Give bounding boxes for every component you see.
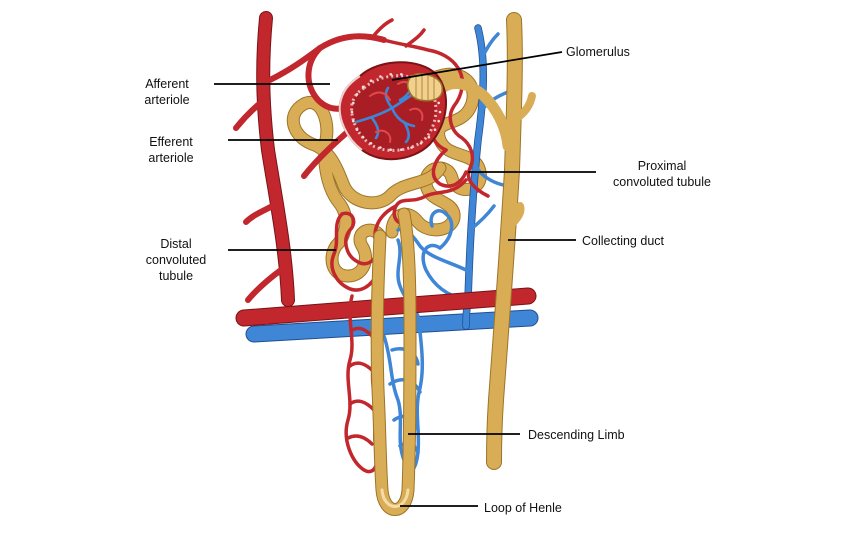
artery-side-branch-1 [233,97,267,131]
label-efferent-line2: arteriole [148,151,194,165]
capsule-dot [427,135,431,139]
capsule-dot [361,135,365,139]
label-proximal-line2: convoluted tubule [613,175,711,189]
glomerular-capillaries-blue [354,80,418,144]
capsule-dot [438,110,442,114]
label-descending-limb: Descending Limb [528,428,625,442]
vein-twig-4 [468,204,496,232]
capsule-dot [369,79,373,82]
collecting-duct-branch-2 [506,202,525,230]
glomerulus [338,61,447,161]
capsule-rim [338,75,363,151]
label-efferent-line1: Efferent [149,135,193,149]
capsule-dot [350,110,354,114]
interlobular-artery [257,12,294,306]
capsule-dot [389,148,393,151]
capsule-dot [433,128,437,131]
vein-twig-1 [480,32,500,60]
vein-peritubular-3 [429,209,454,250]
collecting-duct-branch-1 [510,92,536,124]
vasa-recta-artery-rungs [346,326,376,446]
leader-glomerulus [391,51,563,81]
renal-vein [246,310,538,342]
label-proximal-convoluted-tubule: Proximal convoluted tubule [596,158,728,190]
macula-densa-cells [415,74,435,100]
descending-limb-thin [380,488,410,508]
label-distal-convoluted-tubule: Distal convoluted tubule [134,236,218,284]
capsule-dot [361,85,365,89]
leader-lines [214,51,596,507]
renal-artery [236,288,536,326]
ascending-limb [371,208,416,515]
efferent-to-peritubular [448,66,490,198]
arteriole-twigs [370,18,460,70]
venous-network [245,24,539,472]
label-afferent-line1: Afferent [145,77,189,91]
label-glomerulus: Glomerulus [566,45,630,59]
label-collecting-duct: Collecting duct [582,234,664,248]
capsule-dot [369,142,373,145]
peritubular-artery-5 [330,212,380,292]
capsule-dot [400,148,403,151]
label-distal-line1: Distal [160,237,192,251]
capsule-dot [437,119,441,123]
collecting-duct-tube [487,13,522,469]
label-proximal-line1: Proximal [637,159,687,173]
glomerular-capillaries-red [369,80,424,143]
label-loop-of-henle: Loop of Henle [484,501,562,515]
loop-of-henle [370,207,417,516]
tubule-to-collecting [434,77,514,152]
collecting-duct [434,12,536,470]
capsule-dot [419,142,423,145]
label-efferent-arteriole: Efferent arteriole [130,134,212,166]
capsule-dot [437,101,441,105]
capsule-dot [389,73,393,76]
capsule-dot [352,119,355,123]
capsule-dot [379,75,382,78]
capsule-dot [379,146,382,149]
label-afferent-arteriole: Afferent arteriole [126,76,208,108]
label-distal-line2: convoluted [145,253,207,267]
peritubular-artery-3 [392,178,468,226]
peritubular-artery-4 [340,204,398,266]
artery-side-branch-3 [245,265,287,303]
vein-branch-top [463,25,487,329]
capsule-dot [410,146,413,149]
capsule-dot [355,128,359,131]
capsule-dot [352,101,355,105]
label-distal-line3: tubule [158,269,194,283]
artery-side-branch-2 [243,201,279,225]
peritubular-artery-2 [431,148,468,188]
capsule-dot [355,93,359,96]
label-afferent-line2: arteriole [144,93,190,107]
capsule-dot [400,73,403,76]
